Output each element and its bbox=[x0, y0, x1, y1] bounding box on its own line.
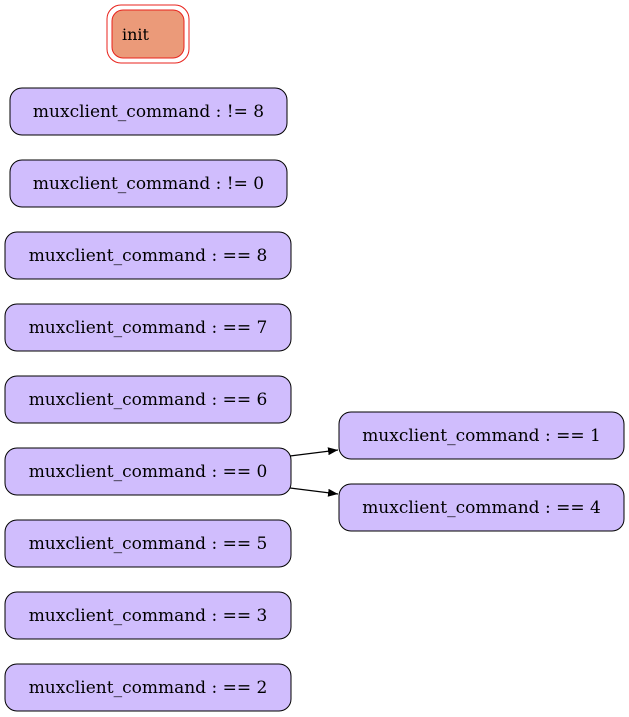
node-box bbox=[9, 87, 288, 136]
node-label: muxclient_command : != 0 bbox=[33, 174, 264, 194]
node-not-equal-8[interactable]: muxclient_command : != 8 bbox=[9, 87, 288, 136]
node-label: muxclient_command : == 4 bbox=[362, 498, 601, 518]
edge-n6-to-n11 bbox=[289, 487, 339, 497]
edge-n6-to-n10 bbox=[289, 447, 339, 457]
node-equal-6[interactable]: muxclient_command : == 6 bbox=[4, 375, 292, 424]
init-node-box bbox=[111, 9, 185, 59]
node-equal-4[interactable]: muxclient_command : == 4 bbox=[338, 483, 625, 532]
init-node[interactable]: init bbox=[106, 4, 190, 64]
node-box bbox=[4, 231, 292, 280]
node-equal-5[interactable]: muxclient_command : == 5 bbox=[4, 519, 292, 568]
init-node-label: init bbox=[122, 25, 150, 44]
node-not-equal-0[interactable]: muxclient_command : != 0 bbox=[9, 159, 288, 208]
node-label: muxclient_command : == 2 bbox=[29, 678, 268, 698]
node-box bbox=[338, 483, 625, 532]
edges bbox=[289, 447, 339, 497]
node-equal-2[interactable]: muxclient_command : == 2 bbox=[4, 663, 292, 712]
node-box bbox=[338, 411, 625, 460]
node-box bbox=[9, 159, 288, 208]
node-box bbox=[4, 663, 292, 712]
init-node-outer-border bbox=[106, 4, 190, 64]
node-equal-1[interactable]: muxclient_command : == 1 bbox=[338, 411, 625, 460]
node-label: muxclient_command : == 0 bbox=[29, 462, 268, 482]
node-label: muxclient_command : == 5 bbox=[29, 534, 268, 554]
node-box bbox=[4, 447, 292, 496]
condition-nodes: muxclient_command : != 8 muxclient_comma… bbox=[4, 87, 625, 712]
node-equal-7[interactable]: muxclient_command : == 7 bbox=[4, 303, 292, 352]
node-label: muxclient_command : == 1 bbox=[362, 426, 601, 446]
node-label: muxclient_command : != 8 bbox=[33, 102, 264, 122]
node-label: muxclient_command : == 6 bbox=[29, 390, 268, 410]
node-label: muxclient_command : == 7 bbox=[29, 318, 268, 338]
node-box bbox=[4, 303, 292, 352]
node-box bbox=[4, 519, 292, 568]
node-box bbox=[4, 375, 292, 424]
node-label: muxclient_command : == 8 bbox=[29, 246, 268, 266]
node-equal-3[interactable]: muxclient_command : == 3 bbox=[4, 591, 292, 640]
node-equal-0[interactable]: muxclient_command : == 0 bbox=[4, 447, 292, 496]
node-equal-8[interactable]: muxclient_command : == 8 bbox=[4, 231, 292, 280]
node-label: muxclient_command : == 3 bbox=[29, 606, 268, 626]
node-box bbox=[4, 591, 292, 640]
